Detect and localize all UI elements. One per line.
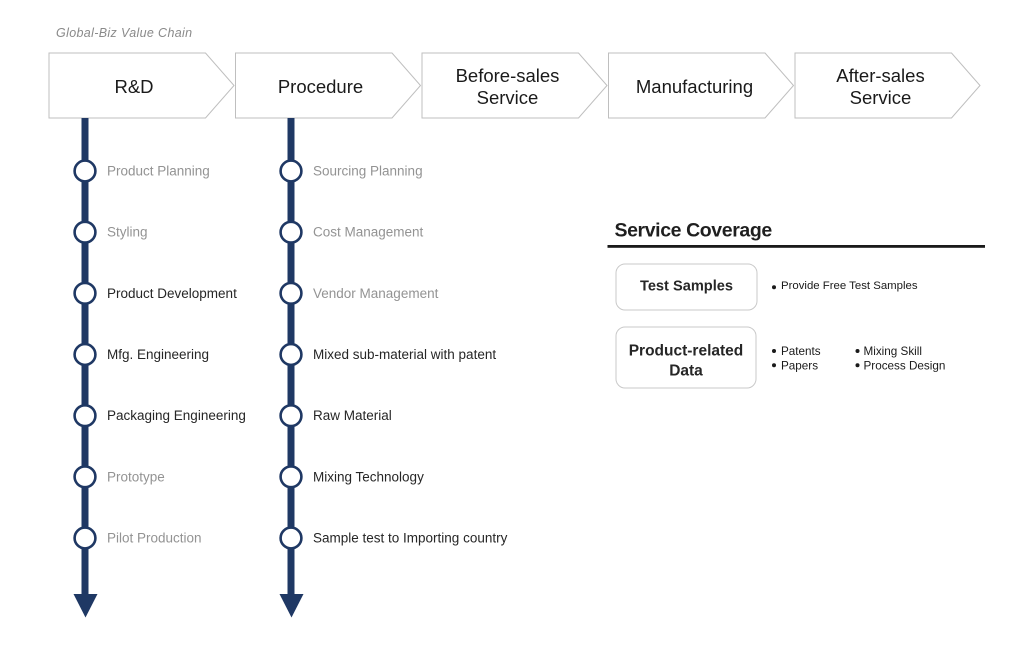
svg-text:Service: Service <box>477 87 539 108</box>
svg-text:Provide Free Test Samples: Provide Free Test Samples <box>781 280 918 292</box>
svg-text:Before-sales: Before-sales <box>456 65 560 86</box>
svg-text:Service: Service <box>850 87 912 108</box>
svg-text:Mixing Technology: Mixing Technology <box>313 469 424 484</box>
svg-text:Test Samples: Test Samples <box>640 279 733 295</box>
svg-text:Papers: Papers <box>781 359 818 372</box>
svg-text:After-sales: After-sales <box>836 65 924 86</box>
svg-text:Process Design: Process Design <box>864 359 946 372</box>
svg-text:Sample test to Importing count: Sample test to Importing country <box>313 531 508 546</box>
svg-text:Styling: Styling <box>107 225 148 240</box>
svg-text:Product Development: Product Development <box>107 286 237 301</box>
svg-text:Data: Data <box>669 362 703 379</box>
svg-text:Mixed sub-material with patent: Mixed sub-material with patent <box>313 347 496 362</box>
svg-text:Prototype: Prototype <box>107 469 165 484</box>
svg-text:Packaging Engineering: Packaging Engineering <box>107 408 246 423</box>
svg-text:Procedure: Procedure <box>278 76 363 97</box>
svg-text:Mixing Skill: Mixing Skill <box>864 345 922 358</box>
svg-text:Sourcing Planning: Sourcing Planning <box>313 164 423 179</box>
svg-text:Service Coverage: Service Coverage <box>615 220 773 242</box>
svg-text:Patents: Patents <box>781 345 821 358</box>
svg-text:Vendor Management: Vendor Management <box>313 286 439 301</box>
svg-text:Mfg. Engineering: Mfg. Engineering <box>107 347 209 362</box>
svg-text:Cost Management: Cost Management <box>313 225 424 240</box>
svg-text:Pilot Production: Pilot Production <box>107 531 202 546</box>
svg-text:Global-Biz Value Chain: Global-Biz Value Chain <box>56 26 192 40</box>
svg-text:Raw Material: Raw Material <box>313 408 392 423</box>
svg-text:Product-related: Product-related <box>629 342 744 359</box>
svg-text:Product Planning: Product Planning <box>107 164 210 179</box>
svg-text:R&D: R&D <box>114 76 153 97</box>
svg-text:Manufacturing: Manufacturing <box>636 76 753 97</box>
